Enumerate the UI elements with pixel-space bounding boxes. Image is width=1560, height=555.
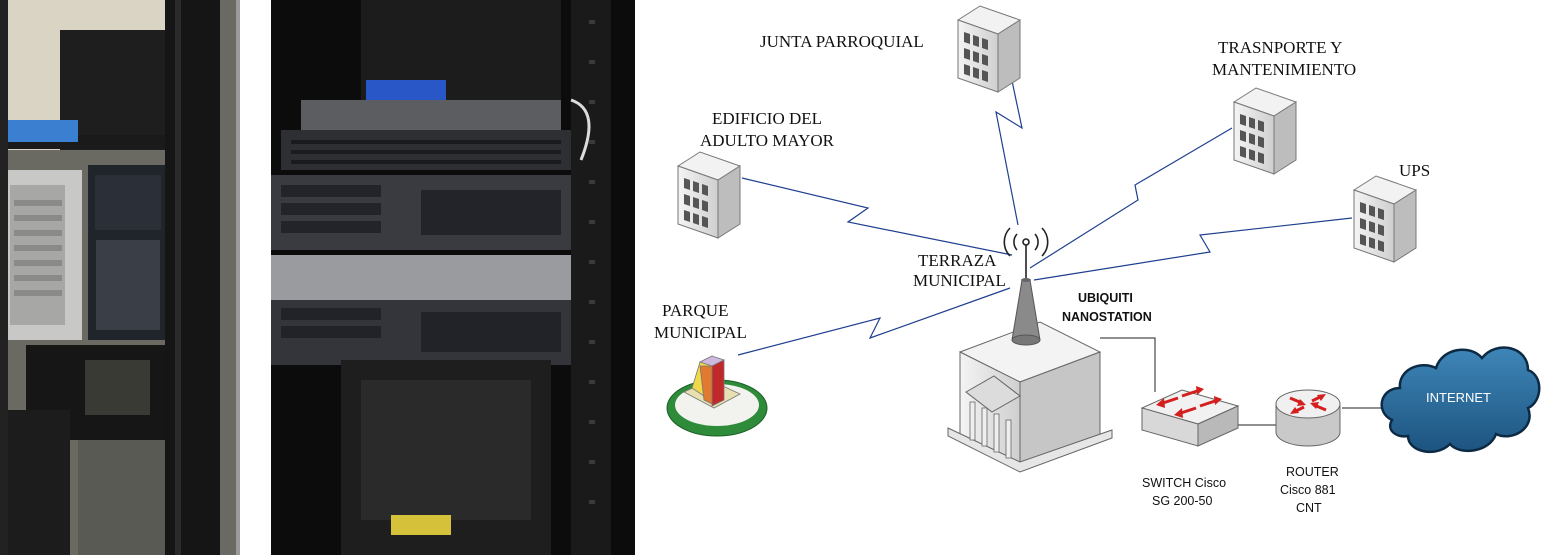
router-icon <box>1275 389 1341 447</box>
terraza-building-icon <box>947 278 1113 473</box>
internet-cloud-icon <box>1380 346 1541 453</box>
link-parque <box>737 287 1011 356</box>
ups-label: UPS <box>1399 161 1430 180</box>
rack-photo-left-art <box>0 0 240 555</box>
ups-building-icon <box>1353 175 1417 263</box>
rack-photo-right-art <box>271 0 635 555</box>
junta-label: JUNTA PARROQUIAL <box>760 32 924 51</box>
internet-label: INTERNET <box>1426 390 1491 405</box>
transporte-building-icon <box>1233 87 1297 175</box>
link-edificio <box>741 177 1013 256</box>
switch-icon <box>1140 386 1240 447</box>
edificio-building-icon <box>677 151 741 239</box>
antenna-signal-icon <box>1003 227 1049 278</box>
link-ups <box>1033 217 1353 281</box>
wired-links <box>1100 337 1388 426</box>
junta-building-icon <box>957 5 1021 93</box>
wireless-links <box>737 61 1353 356</box>
rack-photo-right <box>271 0 635 555</box>
link-junta <box>995 61 1023 226</box>
park-icon <box>666 355 768 437</box>
rack-photo-left <box>0 0 240 555</box>
link-transporte <box>1029 127 1233 269</box>
